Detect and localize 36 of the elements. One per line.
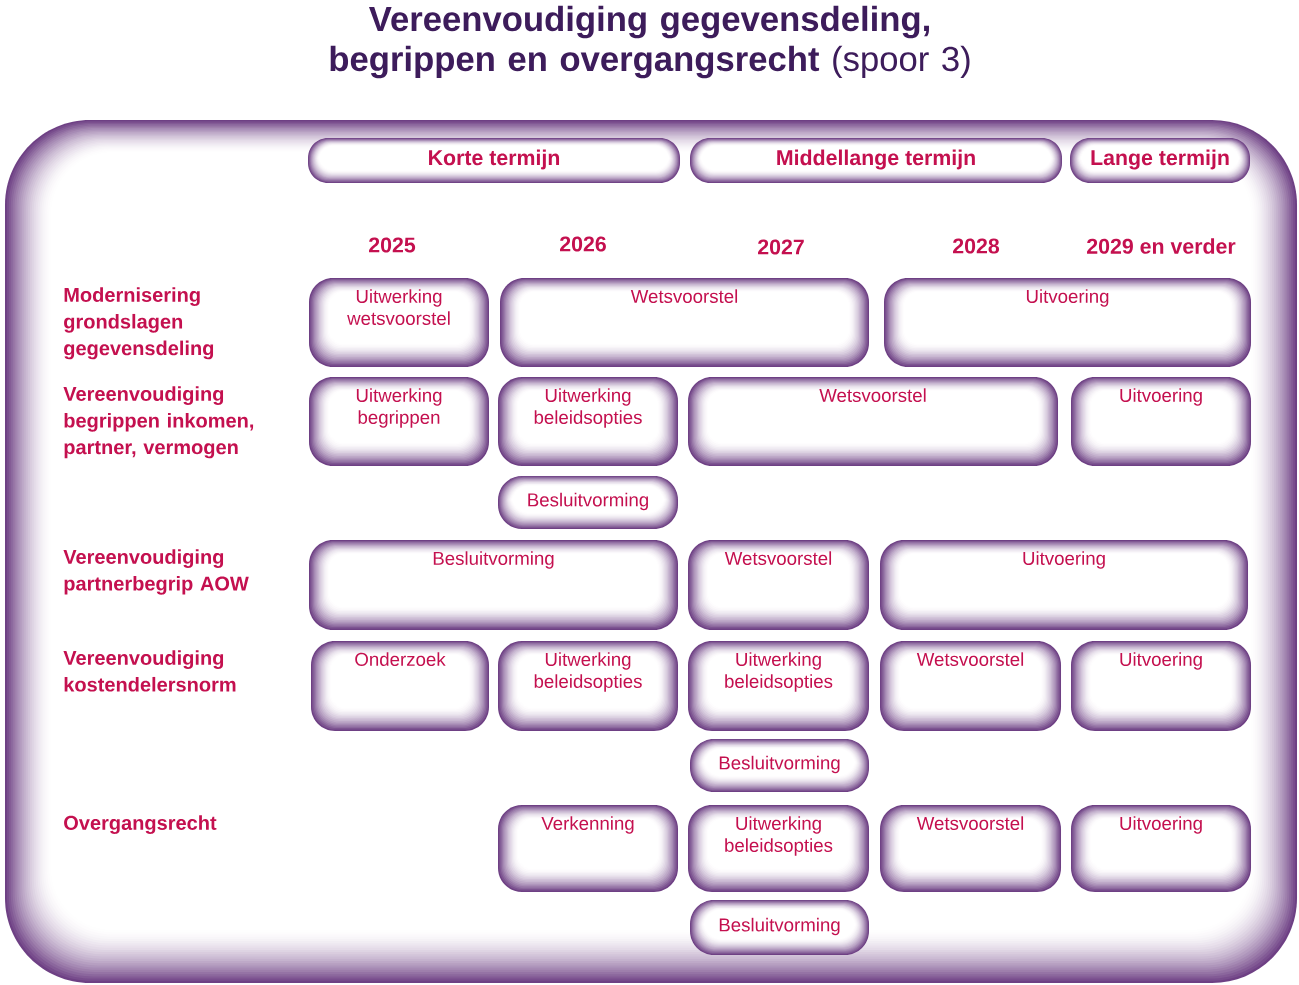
phase-box: Wetsvoorstel <box>500 278 869 367</box>
phase-box: Uitwerking wetsvoorstel <box>309 278 489 367</box>
phase-box: Uitwerking beleidsopties <box>498 377 678 466</box>
phase-box: Uitwerking beleidsopties <box>498 641 678 731</box>
phase-box: Onderzoek <box>311 641 489 731</box>
phase-box: Uitwerking beleidsopties <box>688 641 869 731</box>
phase-box: Besluitvorming <box>309 540 678 630</box>
year-label: 2027 <box>758 239 804 255</box>
term-header: Korte termijn <box>308 138 680 183</box>
title: Vereenvoudiging gegevensdeling, begrippen en overgangsrecht (spoor 3) <box>330 5 970 79</box>
row-label: Vereenvoudiging kostendelersnorm <box>63 650 236 692</box>
year-label: 2028 <box>953 238 1000 254</box>
phase-box: Wetsvoorstel <box>688 540 869 630</box>
phase-box: Wetsvoorstel <box>688 377 1058 466</box>
term-header: Lange termijn <box>1070 138 1250 183</box>
year-label: 2026 <box>560 236 606 252</box>
phase-box: Uitvoering <box>1071 805 1251 892</box>
phase-box: Uitwerking beleidsopties <box>688 805 869 892</box>
phase-box: Wetsvoorstel <box>880 805 1061 892</box>
row-label: Overgangsrecht <box>64 815 217 834</box>
row-label: Vereenvoudiging begrippen inkomen, partner, vermogen <box>63 386 254 459</box>
phase-box: Besluitvorming <box>690 900 869 955</box>
row-label: Modernisering grondslagen gegevensdeling <box>64 287 214 360</box>
year-label: 2029 en verder <box>1087 238 1236 254</box>
year-label: 2025 <box>369 237 416 253</box>
phase-box: Uitwerking begrippen <box>309 377 489 466</box>
phase-box: Verkenning <box>498 805 678 892</box>
phase-box: Wetsvoorstel <box>880 641 1061 731</box>
phase-box: Uitvoering <box>884 278 1251 367</box>
row-label: Vereenvoudiging partnerbegrip AOW <box>63 549 249 595</box>
phase-box: Besluitvorming <box>498 476 678 529</box>
phase-box: Uitvoering <box>1071 377 1251 466</box>
phase-box: Uitvoering <box>880 540 1248 630</box>
term-header: Middellange termijn <box>690 138 1062 183</box>
phase-box: Uitvoering <box>1071 641 1251 731</box>
phase-box: Besluitvorming <box>690 739 869 792</box>
